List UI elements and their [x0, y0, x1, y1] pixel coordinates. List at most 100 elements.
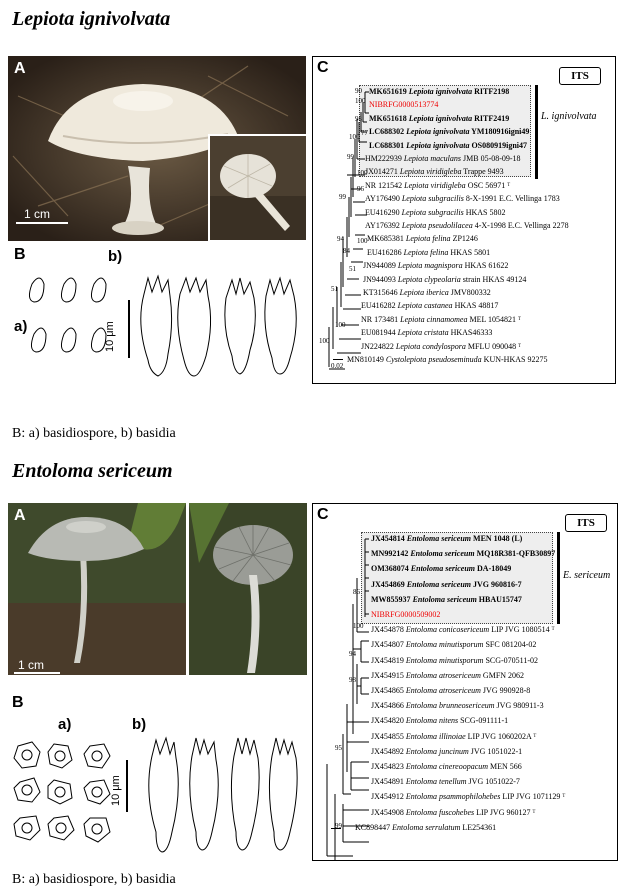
tree-taxon-label: KC898447 Entoloma serrulatum LE254361 [355, 822, 497, 832]
basidiospore-drawings-2 [10, 738, 120, 850]
mushroom-photo-a2 [8, 503, 186, 675]
tree-taxon-label: OM368074 Entoloma sericeum DA-18049 [371, 564, 512, 574]
tree-taxon-label: JX454814 Entoloma sericeum MEN 1048 (L) [371, 534, 523, 543]
basidiospore-drawings-1 [22, 272, 122, 382]
tree-scale-label-1: 0.02 [331, 362, 344, 370]
tree-taxon-label: JX454866 Entoloma brunneosericeum JVG 98… [371, 701, 544, 711]
bootstrap-value: 95 [335, 744, 342, 752]
tree-taxon-label: JX454892 Entoloma juncinum JVG 1051022-1 [371, 746, 523, 756]
bootstrap-value: 100 [335, 321, 346, 329]
drawing-scale-bar-2 [126, 760, 128, 812]
tree-taxon-label: HM222939 Lepiota maculans JMB 05-08-09-1… [365, 154, 521, 163]
tree-taxon-label: MK651619 Lepiota ignivolvata RITF2198 [369, 87, 510, 96]
tree-taxon-label: JX014271 Lepiota viridigleba Trappe 9493 [365, 167, 504, 177]
mushroom-photo-gills-2 [189, 503, 307, 675]
panel-label-c2: C [317, 506, 329, 523]
clade-bar-2 [557, 532, 560, 624]
tree-taxon-label: JX454908 Entoloma fuscohebes LIP JVG 960… [371, 807, 536, 817]
bootstrap-value: 100 [357, 237, 368, 245]
tree-taxon-label: JX454915 Entoloma atrosericeum GMFN 2062 [371, 670, 525, 680]
photo-scale-label-1: 1 cm [24, 207, 51, 221]
species-title-1: Lepiota ignivolvata [12, 8, 171, 30]
clade-label-2: E. sericeum [563, 570, 611, 581]
tree-taxon-label: JN944093 Lepiota clypeolaria strain HKAS… [363, 274, 527, 284]
tree-taxon-label: JX454823 Entoloma cinereoopacum MEN 566 [371, 762, 522, 771]
bootstrap-value: 51 [331, 285, 338, 293]
tree-scale-bar-1 [333, 359, 343, 360]
bootstrap-value: 99 [339, 193, 346, 201]
its-marker-box-2: ITS [565, 514, 607, 532]
panel-label-b1: B [14, 246, 26, 263]
bootstrap-value: 100 [349, 133, 360, 141]
phylogenetic-tree-panel-1: C ITS L. ignivolvata MK651619 Lepiota ig… [312, 56, 616, 384]
clade-label-1: L. ignivolvata [541, 111, 597, 122]
tree-taxon-label: JX454891 Entoloma tenellum JVG 1051022-7 [371, 777, 520, 787]
tree-branches-1 [328, 91, 369, 370]
tree-taxon-label: EU416290 Lepiota subgracilis HKAS 5802 [365, 207, 506, 217]
tree-taxon-label: JN944089 Lepiota magnispora HKAS 61622 [363, 261, 509, 271]
bootstrap-value: 77 [361, 129, 368, 137]
tree-taxon-label: JX454807 Entoloma minutisporum SFC 08120… [371, 640, 537, 650]
tree-taxon-label: NR 173481 Lepiota cinnamomea MEL 1054821… [361, 314, 521, 324]
figure-caption-2: B: a) basidiospore, b) basidia [12, 872, 176, 887]
tree-taxon-label: JN224822 Lepiota condylospora MFLU 09004… [361, 341, 522, 351]
tree-taxon-label: LC688301 Lepiota ignivolvata OS080919ign… [369, 140, 528, 150]
tree-taxon-label: MN810149 Cystolepiota pseudoseminuda KUN… [347, 355, 548, 364]
tree-taxon-label: AY176490 Lepiota subgracilis 8-X-1991 E.… [365, 194, 560, 204]
clade-highlight-box-2 [361, 532, 553, 624]
bootstrap-value: 94 [349, 650, 356, 658]
bootstrap-value: 51 [349, 265, 356, 273]
tree-taxon-label: MK685381 Lepiota felina ZP1246 [367, 234, 478, 244]
mushroom-inset-photo-1 [208, 134, 308, 242]
bootstrap-value: 90 [355, 87, 362, 95]
drawing-scale-label-2: 10 μm [110, 775, 122, 806]
bootstrap-value: 94 [337, 235, 344, 243]
bootstrap-value: 100 [355, 97, 366, 105]
bootstrap-value: 98 [349, 676, 356, 684]
tree-taxon-label: JX454820 Entoloma nitens SCG-091111-1 [371, 716, 509, 726]
tree-taxon-label: KT315646 Lepiota iberica JMV800332 [363, 288, 491, 297]
tree-taxon-label: JX454912 Entoloma psammophilohebes LIP J… [371, 792, 566, 802]
species-title-2: Entoloma sericeum [12, 460, 173, 482]
subpanel-basidia-label-1: b) [108, 248, 123, 265]
panel-label-a1: A [14, 60, 26, 77]
basidia-drawings-2 [142, 732, 308, 856]
tree-taxon-label: NIBRFG0000509002 [371, 610, 441, 619]
drawing-scale-bar-1 [128, 300, 130, 358]
tree-taxon-label: MW855937 Entoloma sericeum HBAU15747 [371, 594, 522, 604]
bootstrap-value: 100 [319, 337, 330, 345]
bootstrap-value: 86 [353, 588, 360, 596]
figure-caption-1: B: a) basidiospore, b) basidia [12, 426, 176, 441]
phylogenetic-tree-panel-2: C ITS E. sericeum JX454814 Entoloma seri… [312, 503, 618, 861]
drawing-scale-label-1: 10 μm [104, 321, 116, 352]
tree-taxon-label: JX454878 Entoloma conicosericeum LIP JVG… [371, 625, 555, 635]
tree-branches-2 [326, 538, 369, 860]
photo-scale-label-2: 1 cm [18, 658, 45, 672]
basidia-drawings-1 [136, 264, 306, 384]
subpanel-basidia-label-2: b) [132, 716, 147, 733]
tree-taxon-label: AY176392 Lepiota pseudolilacea 4-X-1998 … [365, 221, 569, 230]
panel-label-c1: C [317, 59, 329, 76]
its-marker-box-1: ITS [559, 67, 601, 85]
tree-taxon-label: MK651618 Lepiota ignivolvata RITF2419 [369, 113, 510, 123]
panel-label-b2: B [12, 694, 24, 711]
tree-taxon-label: EU416286 Lepiota felina HKAS 5801 [367, 247, 491, 257]
bootstrap-value: 99 [347, 153, 354, 161]
bootstrap-value: 98 [355, 115, 362, 123]
clade-bar-1 [535, 85, 538, 179]
tree-taxon-label: NR 121542 Lepiota viridigleba OSC 56971 … [365, 180, 511, 190]
photo-scale-bar-1 [16, 222, 68, 224]
bootstrap-value: 96 [357, 185, 364, 193]
tree-taxon-label: JX454855 Entoloma illinoiae LIP JVG 1060… [371, 731, 537, 741]
panel-label-a2: A [14, 507, 26, 524]
tree-taxon-label: MN992142 Entoloma sericeum MQ18R381-QFB3… [371, 549, 556, 559]
bootstrap-value: 99 [335, 822, 342, 830]
tree-taxon-label: EU416282 Lepiota castanea HKAS 48817 [361, 301, 499, 311]
tree-taxon-label: LC688302 Lepiota ignivolvata YM180916ign… [369, 127, 530, 137]
tree-taxon-label: NIBRFG0000513774 [369, 100, 439, 110]
bootstrap-value: 100 [357, 169, 368, 177]
subpanel-spore-label-2: a) [58, 716, 72, 733]
tree-taxon-label: JX454869 Entoloma sericeum JVG 960816-7 [371, 579, 522, 589]
clade-highlight-box-1 [359, 85, 531, 177]
tree-taxon-label: JX454819 Entoloma minutisporum SCG-07051… [371, 655, 539, 665]
